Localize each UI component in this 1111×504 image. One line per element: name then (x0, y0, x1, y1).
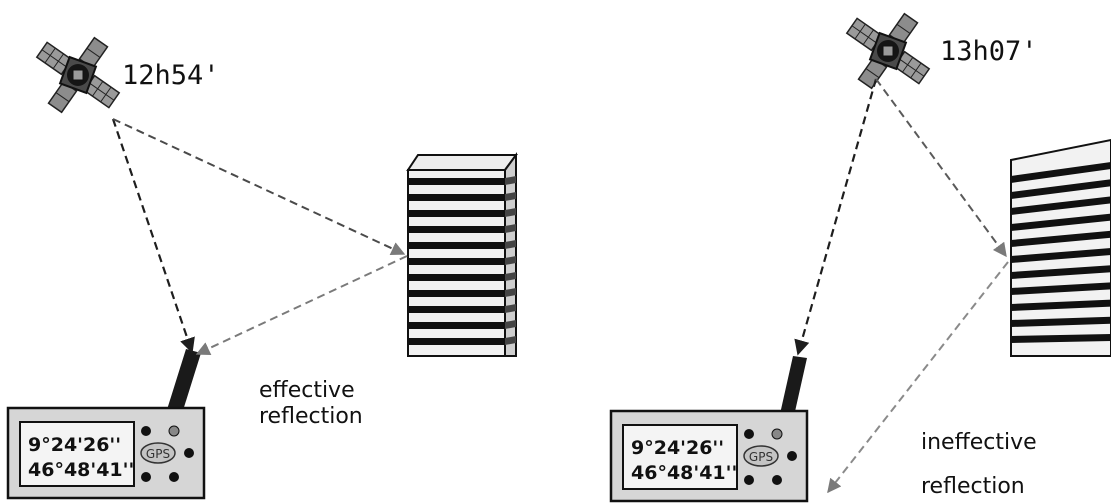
left-caption-line1: effective (259, 378, 355, 403)
building-side-stripe (505, 176, 516, 185)
building-floor-stripe (1011, 196, 1111, 215)
building-floor-stripe (408, 322, 505, 329)
building-side-stripe (505, 208, 516, 217)
building-floor-stripe (408, 242, 505, 249)
left-receiver-longitude: 46°48'41'' (28, 459, 134, 481)
left-satellite-icon (35, 36, 121, 114)
left-direct-ray (111, 118, 195, 354)
building-side-stripe (505, 224, 516, 233)
building-side-stripe (505, 320, 516, 329)
left-scene: 9°24'26'' 46°48'41'' GPS 12h54' (6, 36, 518, 500)
building-floor-stripe (408, 258, 505, 265)
left-ray-to-building (112, 118, 406, 256)
left-antenna (165, 349, 201, 420)
left-reflected-ray (195, 255, 408, 356)
left-caption-line2: reflection (259, 404, 363, 429)
building-floor-stripe (408, 226, 505, 233)
right-receiver: 9°24'26'' 46°48'41'' GPS (609, 409, 809, 503)
building-floor-stripe (408, 210, 505, 217)
right-receiver-latitude: 9°24'26'' (631, 437, 724, 459)
right-satellite-icon (845, 12, 931, 90)
right-reflected-ray (827, 261, 1009, 494)
building-floor-stripe (1011, 282, 1111, 295)
building-floor-stripe (408, 306, 505, 313)
building-side-stripe (505, 256, 516, 265)
right-building (1010, 138, 1111, 357)
left-receiver-latitude: 9°24'26'' (28, 434, 121, 456)
right-receiver-gps-label: GPS (749, 450, 773, 464)
building-floor-stripe (408, 194, 505, 201)
left-receiver: 9°24'26'' 46°48'41'' GPS (6, 406, 206, 500)
building-side-stripe (505, 272, 516, 281)
right-receiver-longitude: 46°48'41'' (631, 462, 737, 484)
building-floor-stripe (1011, 316, 1111, 327)
right-antenna (780, 356, 807, 416)
building-floor-stripe (408, 274, 505, 281)
building-floor-stripe (1011, 213, 1111, 231)
building-floor-stripe (408, 290, 505, 297)
left-building (406, 151, 518, 357)
building-floor-stripe (1011, 248, 1111, 263)
building-side-stripe (505, 240, 516, 249)
building-side-stripe (505, 336, 516, 345)
right-direct-ray (794, 78, 878, 356)
left-satellite-time: 12h54' (122, 60, 220, 91)
building-floor-stripe (1011, 299, 1111, 311)
right-scene: 9°24'26'' 46°48'41'' GPS 13h07' (609, 12, 1111, 503)
building-floor-stripe (408, 178, 505, 185)
building-floor-stripe (1011, 334, 1111, 343)
building-side-stripe (505, 288, 516, 297)
building-floor-stripe (1011, 162, 1111, 183)
building-side-stripe (505, 192, 516, 201)
building-side-stripe (505, 304, 516, 313)
right-satellite-time: 13h07' (940, 36, 1038, 67)
right-caption-line2: reflection (921, 474, 1025, 499)
building-floor-stripe (1011, 265, 1111, 279)
left-receiver-gps-label: GPS (146, 447, 170, 461)
right-ray-to-building (875, 78, 1007, 258)
building-floor-stripe (408, 338, 505, 345)
building-floor-stripe (1011, 230, 1111, 247)
right-caption-line1: ineffective (921, 430, 1037, 455)
building-floor-stripe (1011, 179, 1111, 199)
